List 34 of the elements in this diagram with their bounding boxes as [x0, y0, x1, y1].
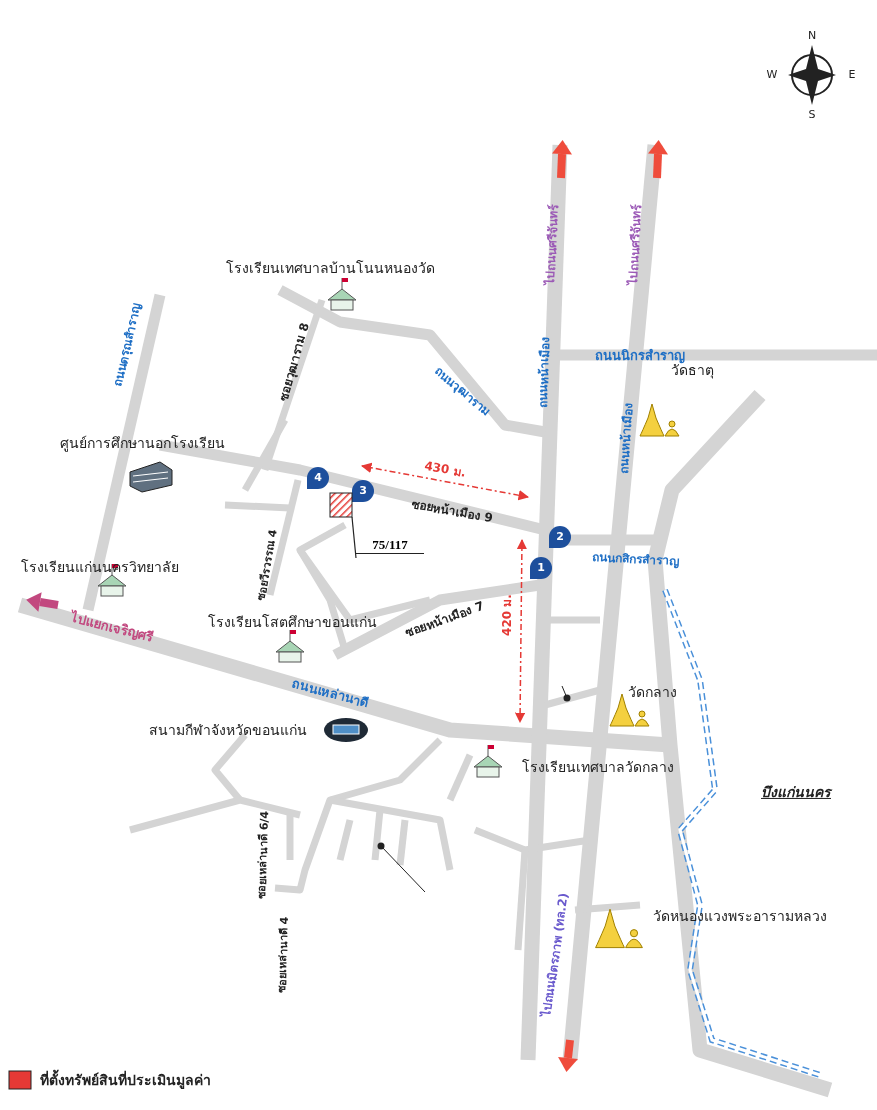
- callout-number: 3: [359, 484, 367, 498]
- destination-label: ไปถนนศรีจันทร์: [544, 204, 562, 286]
- road-label: ถนนนิกรสำราญ: [595, 348, 685, 364]
- road-label: ซอยเหล่านาดี 4: [276, 916, 292, 994]
- callout-number: 4: [314, 471, 322, 485]
- road-label: ซอยวีรวรรณ 4: [255, 528, 281, 602]
- road-label: ถนนหน้าเมือง: [536, 336, 554, 408]
- compass-letter: N: [807, 29, 817, 43]
- compass-letter: E: [848, 68, 856, 82]
- callout-number: 1: [537, 561, 545, 575]
- lot-number-label: 75/117: [356, 538, 424, 554]
- place-label: โรงเรียนโสตศึกษาขอนแก่น: [207, 613, 377, 631]
- place-label: ศูนย์การศึกษานอกโรงเรียน: [59, 434, 225, 452]
- dimension-label: 420 ม.: [501, 594, 515, 636]
- callout-number: 2: [556, 530, 564, 544]
- property-plot: [329, 492, 353, 518]
- compass-letter: W: [766, 68, 778, 82]
- destination-label: ไปถนนศรีจันทร์: [627, 204, 645, 286]
- place-label: โรงเรียนแก่นนครวิทยาลัย: [21, 558, 179, 576]
- compass-letter: S: [808, 108, 816, 122]
- place-label: วัดกลาง: [627, 683, 677, 701]
- place-label: บึงแก่นนคร: [761, 783, 831, 801]
- road-label: ถนนหน้าเมือง: [617, 402, 637, 474]
- legend-text: ที่ตั้งทรัพย์สินที่ประเมินมูลค่า: [40, 1071, 211, 1089]
- place-label: วัดหนองแวงพระอารามหลวง: [653, 907, 827, 925]
- road-label: ซอยเหล่านาดี 6/4: [256, 810, 272, 900]
- place-label: วัดธาตุ: [670, 361, 714, 379]
- road-label: ซอยหน้าเมือง 9: [410, 498, 494, 526]
- road-label: ถนนกสิกรสำราญ: [592, 550, 680, 570]
- place-label: โรงเรียนเทศบาลวัดกลาง: [522, 758, 674, 776]
- place-label: โรงเรียนเทศบาลบ้านโนนหนองวัด: [225, 259, 435, 277]
- leader-line: [351, 516, 357, 559]
- dimension-label: 430 ม.: [423, 459, 467, 481]
- place-label: สนามกีฬาจังหวัดขอนแก่น: [149, 721, 307, 739]
